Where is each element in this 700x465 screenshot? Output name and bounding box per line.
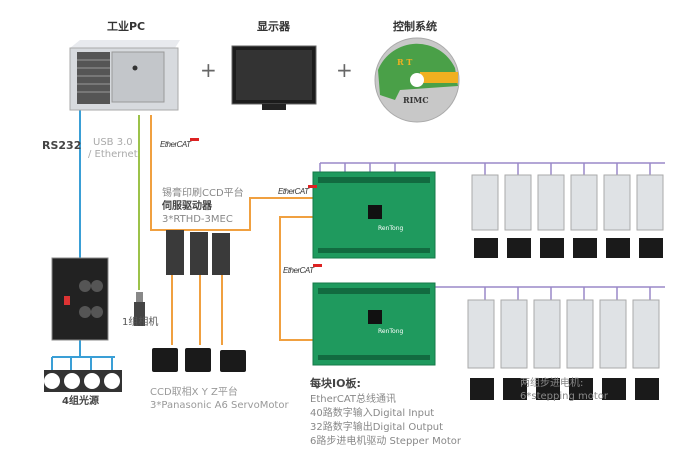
board-brand: RenTong (378, 225, 404, 232)
servo-motor-line2: 3*Panasonic A6 ServoMotor (150, 400, 289, 411)
stepper-bus-1 (319, 162, 665, 175)
pc-label: 工业PC (107, 20, 146, 33)
industrial-pc-image (69, 40, 180, 111)
servo-drivers-image (166, 230, 230, 275)
servo-driver-line1: 锡膏印刷CCD平台 (162, 188, 244, 199)
stepper-drivers-row-1 (471, 174, 664, 231)
plus-sign: + (336, 58, 353, 82)
camera-image (134, 292, 145, 326)
io-board-feature: 32路数字输出Digital Output (310, 422, 444, 433)
cd-logo-bottom: RIMC (403, 95, 429, 105)
rs232-line (51, 110, 115, 370)
servo-motor-line1: CCD取相X Y Z平台 (150, 387, 238, 398)
io-board-2 (312, 282, 436, 366)
light-source-label: 4组光源 (62, 396, 99, 407)
monitor-image (231, 45, 317, 110)
ethercat-line-pc (150, 115, 313, 231)
camera-label: 1组相机 (122, 317, 159, 328)
monitor-label: 显示器 (257, 20, 290, 33)
light-controller-image (51, 257, 109, 341)
ethercat-line-boards (279, 216, 313, 341)
usb-label-line1: USB 3.0 (93, 137, 133, 148)
io-board-title: 每块IO板: (310, 377, 361, 390)
rs232-label: RS232 (42, 139, 82, 152)
io-board-feature: 40路数字输入Digital Input (310, 408, 435, 419)
stepper-label-line1: 两组步进电机: (520, 378, 584, 389)
light-sources-image (44, 370, 122, 392)
servo-driver-line2: 伺服驱动器 (162, 201, 212, 212)
servo-driver-line3: 3*RTHD-3MEC (162, 214, 233, 225)
io-board-feature: EtherCAT总线通讯 (310, 394, 396, 405)
servo-motor-cables (171, 275, 223, 345)
board-brand: RenTong (378, 328, 404, 335)
ethercat-logo: EtherCAT (283, 264, 321, 275)
ethercat-logo: EtherCAT (278, 185, 316, 196)
stepper-motors-row-1 (474, 238, 663, 258)
io-board-1 (312, 171, 436, 259)
io-board-feature: 6路步进电机驱动 Stepper Motor (310, 436, 461, 447)
plus-sign: + (200, 58, 217, 82)
stepper-drivers-row-2 (467, 299, 660, 369)
control-system-label: 控制系统 (393, 20, 437, 33)
control-system-cd-image (374, 37, 460, 123)
usb-label-line2: / Ethernet (88, 149, 138, 160)
cd-logo-top: R T (397, 57, 413, 67)
stepper-label-line2: 6*stepping motor (520, 391, 608, 402)
servo-motors-image (152, 348, 246, 372)
stepper-motors-row-2 (470, 378, 659, 400)
ethercat-logo: EtherCAT (160, 138, 198, 149)
